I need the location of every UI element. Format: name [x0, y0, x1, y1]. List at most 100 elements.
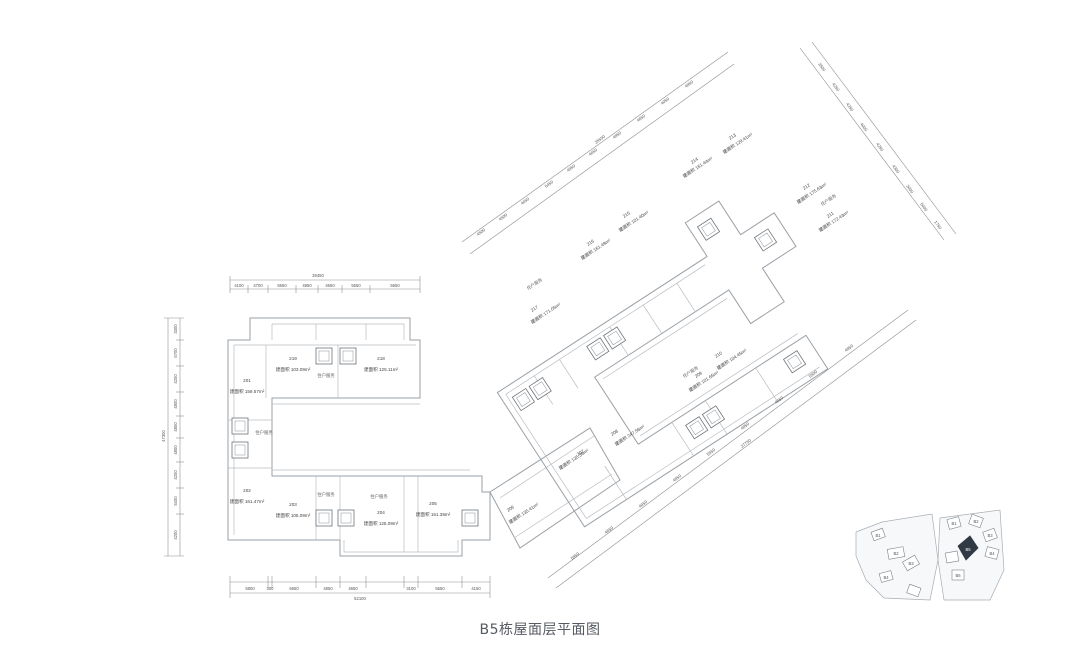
diag-top-seg: 4650 [636, 113, 647, 123]
diagonal-bottom-dimension: 5850 4650 4650 4850 5550 4850 4650 5500 … [547, 309, 917, 589]
unit-205-area: 建面积 151.38m² [416, 511, 451, 518]
service-label: 住户服务 [525, 276, 544, 292]
left-seg-dim: 4800 [173, 399, 178, 409]
diag-top-seg: 4500 [476, 227, 487, 237]
unit-207-area: 建面积 135.39m² [557, 447, 590, 472]
unit-215-number: 215 [622, 210, 632, 219]
bottom-dimension-chain: 5800 300 5650 4850 4650 3100 5550 4150 5… [229, 576, 491, 601]
highlighted-building-b5 [957, 535, 979, 561]
diag-top-seg: 4500 [498, 212, 509, 222]
unit-208-number: 208 [610, 428, 620, 437]
keymap-right-label: B5 [965, 547, 971, 552]
top-seg-dim: 4100 [234, 283, 244, 288]
unit-218-number: 218 [377, 356, 385, 361]
key-map: B1 B2 B3 B4 B1 B2 B3 B4 B5 B6 [855, 509, 1005, 601]
top-seg-dim: 5650 [390, 283, 400, 288]
left-seg-dim: 4800 [173, 445, 178, 455]
unit-218-area: 建面积 125.11m² [364, 366, 399, 373]
left-seg-dim: 4200 [173, 470, 178, 480]
service-label: 住户服务 [255, 429, 273, 436]
top-seg-dim: 5650 [277, 283, 287, 288]
keymap-right-label: B6 [955, 573, 961, 578]
elevator-core [231, 347, 479, 527]
keymap-left-label: B4 [883, 575, 889, 580]
unit-202-number: 202 [243, 488, 251, 493]
top-seg-dim: 4700 [253, 283, 263, 288]
unit-216-area: 建面积 161.49m² [579, 237, 612, 262]
diag-bottom-seg: 4650 [638, 499, 649, 509]
unit-219-area: 建面积 103.09m² [276, 366, 311, 373]
left-seg-dim: 4200 [173, 530, 178, 540]
diag-bottom-seg: 4650 [774, 395, 785, 405]
diag-right-seg: 4250 [875, 142, 885, 153]
service-label: 住户服务 [819, 192, 838, 208]
unit-214-number: 214 [690, 156, 700, 165]
top-seg-dim: 4650 [325, 283, 335, 288]
diagonal-right-dimension: 3500 4250 4250 4000 4250 4300 3000 5000 … [799, 41, 957, 241]
diag-top-seg: 4850 [612, 130, 623, 140]
diag-bottom-seg: 4850 [740, 421, 751, 431]
left-seg-dim: 4200 [173, 374, 178, 384]
left-seg-dim: 4800 [173, 422, 178, 432]
diag-right-seg: 4300 [891, 164, 901, 175]
diag-right-seg: 3000 [905, 184, 915, 195]
unit-211-area: 建面积 172.43m² [817, 209, 850, 234]
diag-right-seg: 3500 [817, 62, 827, 73]
left-seg-dim: 5700 [173, 348, 178, 358]
bottom-seg-dim: 300 [267, 586, 275, 591]
service-label: 住户服务 [317, 372, 335, 379]
bottom-seg-dim: 5550 [435, 586, 445, 591]
diag-bottom-seg: 5850 [570, 551, 581, 561]
diag-right-seg: 4250 [831, 82, 841, 93]
unit-204-area: 建面积 125.09m² [364, 520, 399, 527]
diag-bottom-seg: 4850 [672, 473, 683, 483]
left-seg-dim: 3300 [173, 324, 178, 334]
left-wing: 39450 4100 4700 5650 4850 4650 5550 5650 [161, 273, 491, 601]
diag-top-total: 35550 [594, 134, 607, 145]
diag-top-seg: 4850 [566, 163, 577, 173]
bottom-seg-dim: 5650 [289, 586, 299, 591]
keymap-right-label: B3 [987, 533, 993, 538]
unit-203-number: 203 [289, 502, 297, 507]
diag-right-seg: 5000 [919, 202, 929, 213]
diag-top-seg: 4650 [520, 196, 531, 206]
diag-bottom-seg: 5550 [706, 447, 717, 457]
bottom-total-dim: 52100 [354, 596, 366, 601]
diag-bottom-seg: 4650 [604, 525, 615, 535]
unit-217-area: 建面积 171.05m² [529, 301, 562, 326]
left-dimension-chain: 47300 3300 5700 4200 4800 4800 4800 4200… [161, 317, 184, 557]
diag-bottom-total: 37750 [740, 437, 753, 448]
unit-210-number: 210 [714, 350, 724, 359]
unit-219-number: 219 [289, 356, 297, 361]
unit-201-number: 201 [243, 378, 251, 383]
top-seg-dim: 5550 [351, 283, 361, 288]
bottom-seg-dim: 4650 [348, 586, 358, 591]
bottom-seg-dim: 4150 [471, 586, 481, 591]
top-seg-dim: 4850 [302, 283, 312, 288]
keymap-right-label: B2 [973, 519, 979, 524]
keymap-right-label: B1 [951, 521, 957, 526]
diag-top-seg: 4050 [660, 96, 671, 106]
unit-201-area: 建面积 159.57m² [230, 388, 265, 395]
keymap-left-label: B3 [908, 561, 914, 566]
left-seg-dim: 5400 [173, 496, 178, 506]
unit-211-number: 211 [826, 210, 835, 218]
diag-bottom-seg: 4850 [844, 343, 855, 353]
unit-205-number: 205 [429, 501, 437, 506]
bottom-seg-dim: 3100 [406, 586, 416, 591]
diag-right-seg: 4250 [845, 102, 855, 113]
lower-diagonal-wing [489, 427, 621, 549]
bottom-seg-dim: 5800 [245, 586, 255, 591]
upper-wing-outline [496, 200, 829, 528]
diag-top-seg: 5450 [544, 179, 555, 189]
unit-217-number: 217 [530, 304, 540, 313]
diag-right-seg: 4000 [859, 122, 869, 133]
top-total-dim: 39450 [312, 273, 324, 278]
unit-216-number: 216 [586, 238, 596, 247]
service-label: 住户服务 [370, 493, 388, 500]
diag-right-seg: 1750 [933, 220, 943, 231]
unit-214-area: 建面积 161.44m² [681, 155, 714, 180]
unit-207-number: 207 [576, 448, 586, 457]
drawing-caption: B5栋屋面层平面图 [479, 622, 601, 638]
unit-202-area: 建面积 161.47m² [230, 498, 265, 505]
